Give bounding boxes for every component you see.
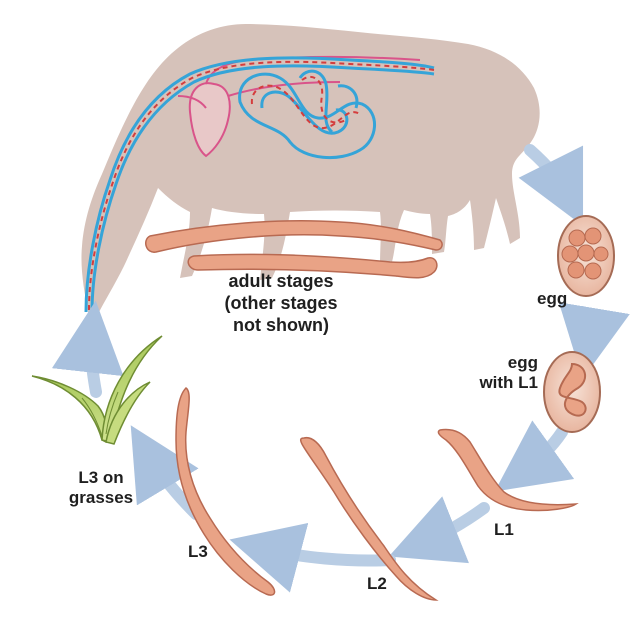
arrow-horse-to-egg <box>518 144 584 227</box>
lifecycle-arrows <box>51 144 630 593</box>
label-adult-stages: adult stages (other stages not shown) <box>206 270 356 336</box>
label-egg: egg <box>537 289 568 308</box>
label-l1: L1 <box>494 520 514 539</box>
egg-with-l1-illustration <box>543 351 601 433</box>
label-l3-on-grasses: L3 on grasses <box>56 468 146 508</box>
label-adult-line1: adult stages <box>228 271 334 291</box>
label-adult-line3: not shown) <box>233 315 329 335</box>
adult-worm-lower <box>187 253 438 279</box>
arrow-egg-l1-to-l1 <box>494 420 575 492</box>
label-adult-line2: (other stages <box>224 293 338 313</box>
arrow-egg-to-egg-l1 <box>558 302 630 380</box>
larval-migration-path <box>88 60 435 311</box>
larva-l1 <box>437 428 579 512</box>
arrow-grass-to-horse <box>51 300 124 398</box>
circulatory-vessels-blue <box>84 56 435 313</box>
larva-l2 <box>299 436 439 601</box>
label-egg-l1-line1: egg <box>507 353 538 372</box>
label-l3: L3 <box>188 542 208 561</box>
label-l3-grass-line2: grasses <box>68 488 134 507</box>
label-l2: L2 <box>367 574 387 593</box>
label-egg-with-l1: egg with L1 <box>442 353 538 393</box>
label-l3-grass-line1: L3 on <box>78 468 124 487</box>
arrow-l2-to-l3 <box>229 522 396 593</box>
arrow-l1-to-l2 <box>388 496 490 564</box>
egg-illustration <box>557 215 615 297</box>
grass-illustration <box>31 335 163 445</box>
label-egg-l1-line2: with L1 <box>479 373 538 392</box>
larva-l3 <box>175 387 276 596</box>
adult-worm-upper <box>145 220 443 253</box>
